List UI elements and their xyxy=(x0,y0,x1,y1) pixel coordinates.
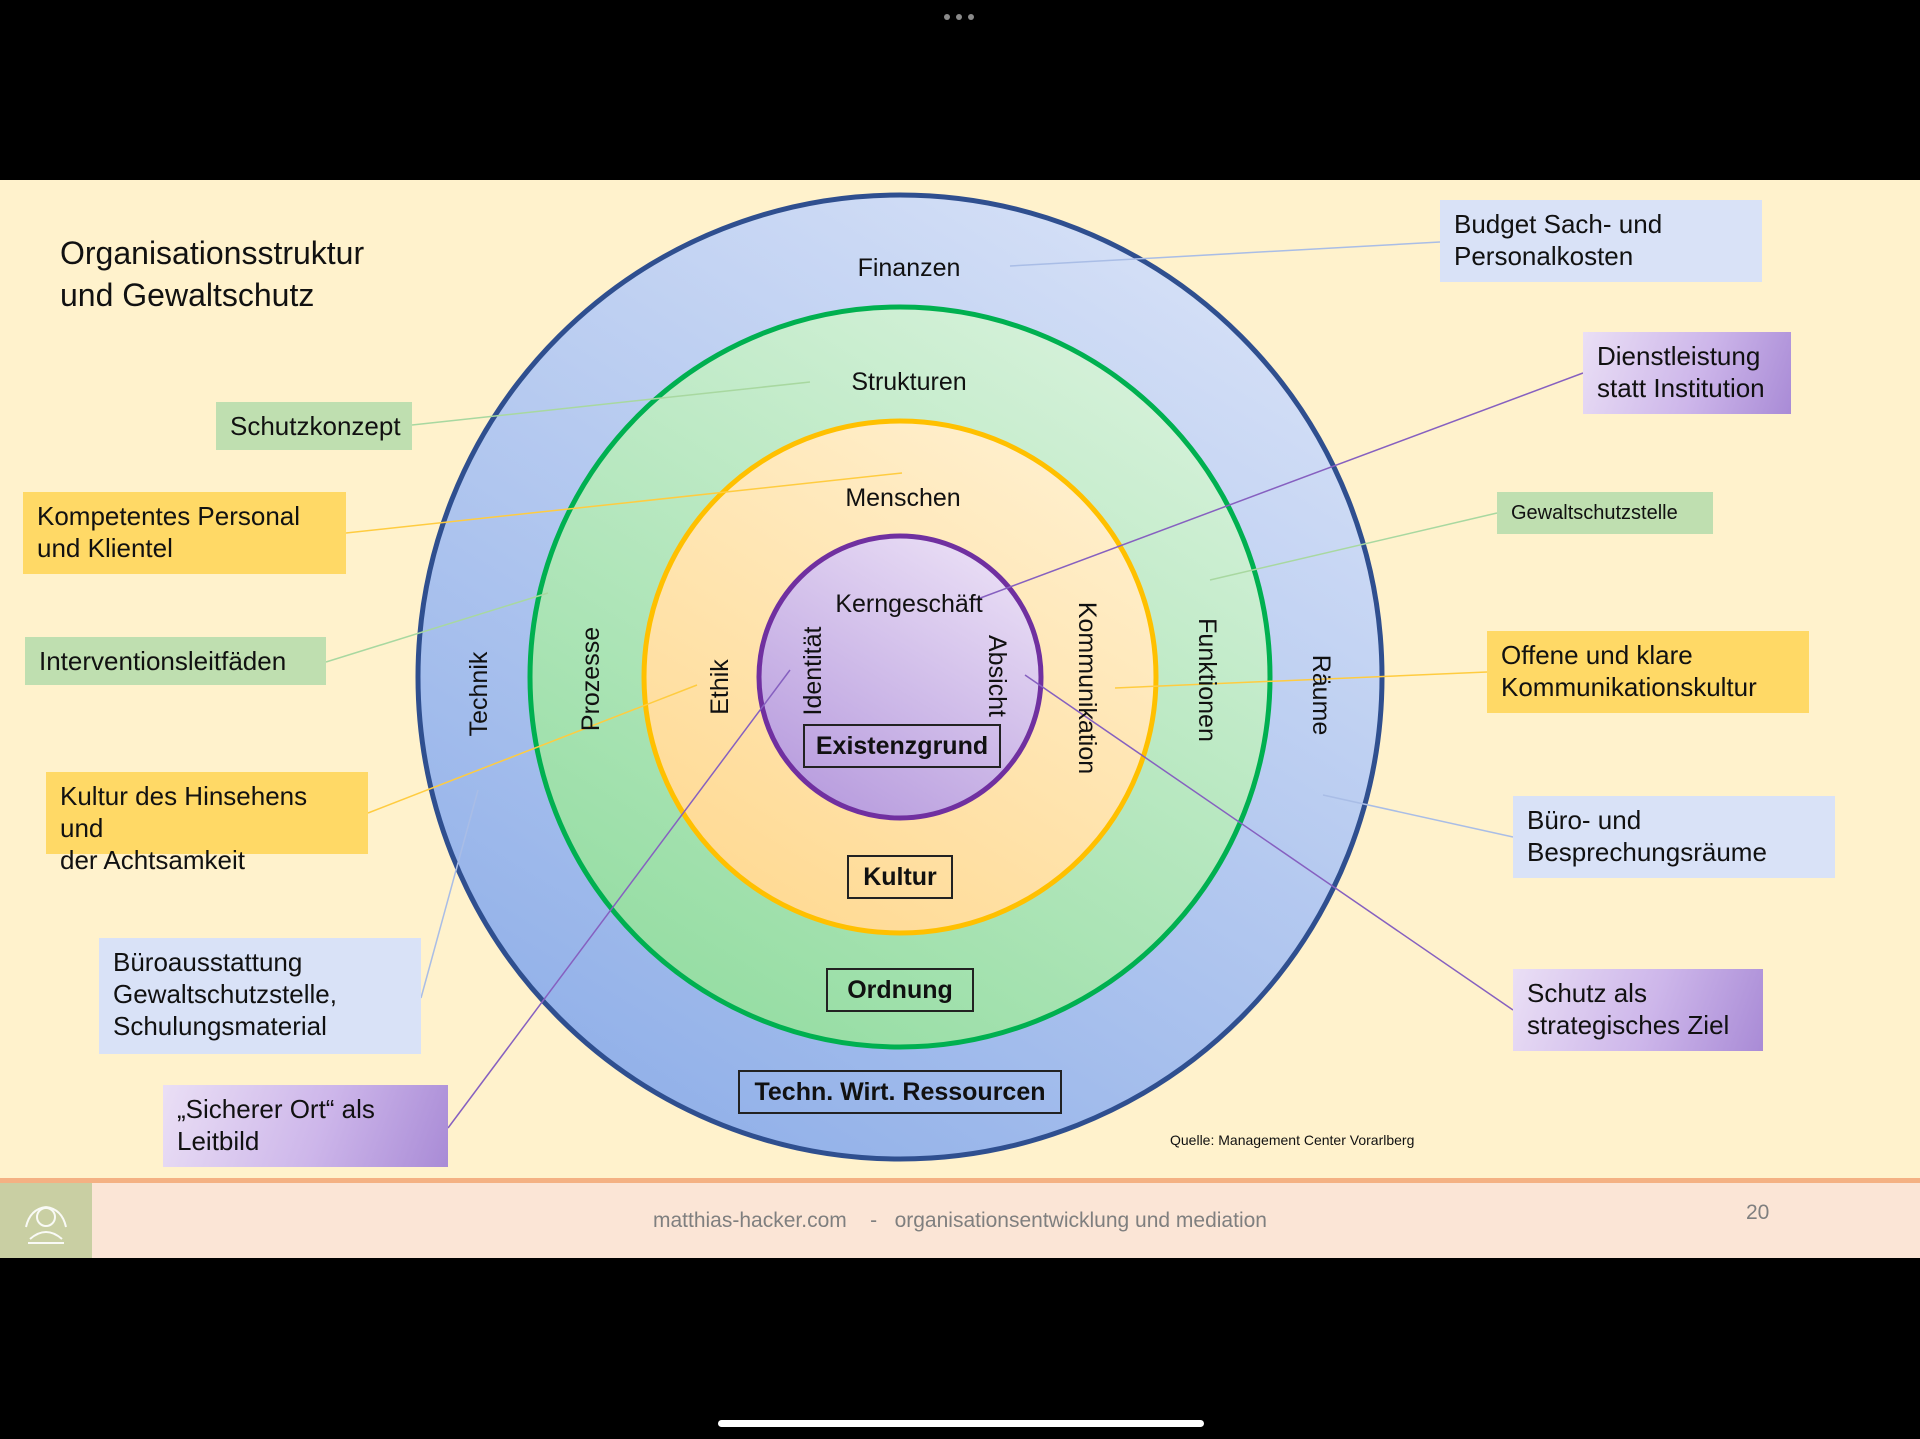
line-intervention xyxy=(325,592,549,663)
more-dots-icon[interactable] xyxy=(944,12,976,22)
callout-dienstleistung: Dienstleistung statt Institution xyxy=(1583,332,1791,414)
callout-schutzkonzept: Schutzkonzept xyxy=(216,402,412,450)
line-schutzkonzept xyxy=(411,381,811,426)
label-finanzen: Finanzen xyxy=(857,254,961,282)
line-dienstleistung xyxy=(974,372,1584,601)
line-bueroausstattung xyxy=(420,789,479,999)
callout-personal: Kompetentes Personal und Klientel xyxy=(23,492,346,574)
footer-text: matthias-hacker.com - organisationsentwi… xyxy=(653,1209,1267,1232)
callout-kommunikationskultur: Offene und klare Kommunikationskultur xyxy=(1487,631,1809,713)
line-schutz-ziel xyxy=(1024,674,1514,1011)
connector-lines xyxy=(325,241,1584,1129)
callout-sicherer-ort: „Sicherer Ort“ als Leitbild xyxy=(163,1085,448,1167)
page-number: 20 xyxy=(1746,1201,1770,1224)
tag-existenzgrund: Existenzgrund xyxy=(803,724,1001,768)
label-raeume: Räume xyxy=(1307,654,1335,736)
callout-bueroausstattung: Büroausstattung Gewaltschutzstelle, Schu… xyxy=(99,938,421,1054)
label-prozesse: Prozesse xyxy=(577,626,605,732)
line-kommunikationskultur xyxy=(1114,671,1488,689)
label-strukturen: Strukturen xyxy=(851,368,967,396)
line-kultur-hinsehen xyxy=(367,684,698,814)
mediation-logo-icon xyxy=(0,1183,92,1258)
label-identitaet: Identität xyxy=(799,626,827,716)
label-absicht: Absicht xyxy=(983,635,1011,717)
line-personal xyxy=(345,472,903,534)
line-gewaltschutzstelle xyxy=(1209,512,1498,581)
callout-interventionsleitfaeden: Interventionsleitfäden xyxy=(25,637,326,685)
line-buero-raeume xyxy=(1322,794,1514,838)
line-budget xyxy=(1009,241,1441,267)
callout-kultur-hinsehen: Kultur des Hinsehens und der Achtsamkeit xyxy=(46,772,368,875)
label-kerngeschaeft: Kerngeschäft xyxy=(835,590,983,618)
callout-schutz-ziel: Schutz als strategisches Ziel xyxy=(1513,969,1763,1051)
tag-ressourcen: Techn. Wirt. Ressourcen xyxy=(738,1070,1062,1114)
diagram-svg xyxy=(325,192,1584,1162)
callout-buero-raeume: Büro- und Besprechungsräume xyxy=(1513,796,1835,878)
slide-footer: matthias-hacker.com - organisationsentwi… xyxy=(0,1178,1920,1258)
label-technik: Technik xyxy=(465,651,493,737)
tag-ordnung: Ordnung xyxy=(826,968,974,1012)
label-ethik: Ethik xyxy=(706,659,734,715)
slide: Organisationsstruktur und Gewaltschutz F… xyxy=(0,180,1920,1258)
callout-gewaltschutzstelle: Gewaltschutzstelle xyxy=(1497,492,1713,534)
source-note: Quelle: Management Center Vorarlberg xyxy=(1170,1132,1415,1148)
label-menschen: Menschen xyxy=(845,484,961,512)
line-sicherer-ort xyxy=(447,669,791,1129)
tag-kultur: Kultur xyxy=(847,855,953,899)
label-kommunikation: Kommunikation xyxy=(1073,601,1101,775)
callout-budget: Budget Sach- und Personalkosten xyxy=(1440,200,1762,282)
label-funktionen: Funktionen xyxy=(1193,618,1221,742)
ring-core xyxy=(756,533,1044,821)
home-indicator[interactable] xyxy=(718,1420,1204,1427)
slide-title: Organisationsstruktur und Gewaltschutz xyxy=(60,235,365,313)
